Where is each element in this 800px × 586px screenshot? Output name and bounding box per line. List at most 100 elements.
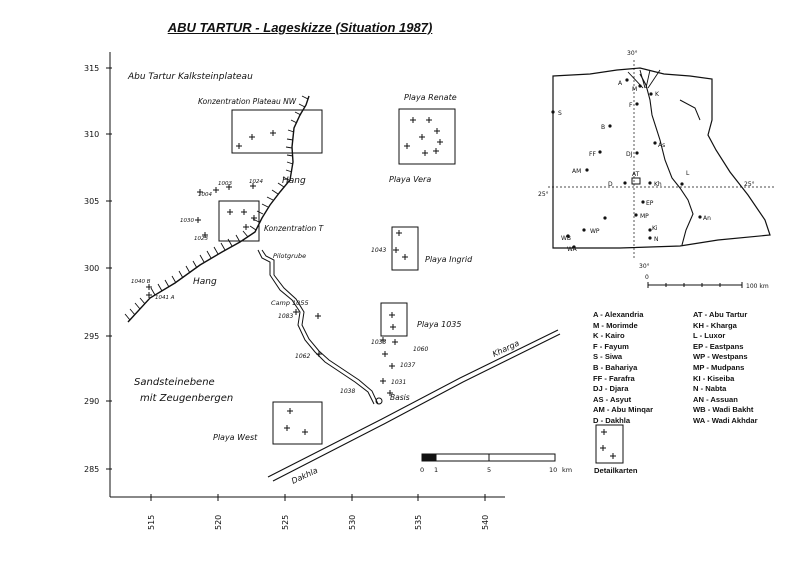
inset-label: EP (646, 200, 654, 207)
inset-label: MP (640, 213, 649, 220)
legend-item: WA - Wadi Akhdar (693, 415, 758, 425)
hang-label: Hang (193, 277, 217, 287)
dakhla-label: Dakhla (290, 466, 319, 486)
legend: A - Alexandria AT - Abu Tartur M - Morim… (593, 310, 793, 427)
x-tick-label: 540 (481, 515, 490, 530)
inset-grid-label: 25° (744, 181, 755, 188)
nile-river (639, 73, 694, 246)
playa-ingrid-label: Playa Ingrid (425, 255, 473, 264)
y-tick-label: 310 (84, 130, 99, 139)
detail-key-box (595, 424, 624, 464)
site-label: 1040 B (131, 279, 151, 285)
legend-item: AT - Abu Tartur (693, 310, 748, 319)
inset-label: Ki (652, 225, 658, 232)
hang-label: Hang (282, 176, 306, 186)
konz-nw-label: Konzentration Plateau NW (198, 97, 297, 106)
main-road (272, 333, 561, 482)
inset-label: K (655, 91, 660, 98)
y-tick-label: 285 (84, 465, 99, 474)
legend-item: AN - Assuan (693, 394, 738, 404)
page-title: ABU TARTUR - Lageskizze (Situation 1987) (167, 20, 433, 35)
camp-label: Camp 1055 (271, 299, 309, 307)
inset-grid-label: 25° (538, 191, 549, 198)
inset-label: WB (561, 235, 571, 242)
inset-grid-label: 30° (639, 263, 650, 270)
basis-marker (375, 397, 383, 405)
site-label: 1037 (400, 362, 415, 369)
legend-item: MP - Mudpans (693, 362, 745, 372)
inset-label: As (658, 142, 665, 149)
site-label: 1004 (198, 192, 212, 198)
legend-item: S - Siwa (593, 352, 623, 362)
site-label: 1038 (340, 388, 355, 395)
inset-label: F (629, 102, 633, 109)
inset-label: An (703, 215, 711, 222)
playa-1035-box (380, 302, 408, 337)
site-label: 1023 (194, 236, 208, 242)
inset-label: M (632, 86, 637, 93)
konz-t-label: Konzentration T (264, 224, 325, 233)
escarpment-hatching (124, 95, 309, 321)
legend-item: AM - Abu Minqar (593, 405, 654, 415)
inset-label: Kh (654, 181, 662, 188)
legend-item: WB - Wadi Bakht (693, 405, 754, 415)
x-tick-label: 525 (281, 515, 290, 530)
main-scale-bar (421, 453, 556, 462)
playa-renate-label: Playa Renate (404, 93, 457, 102)
legend-item: K - Kairo (593, 331, 625, 341)
site-label: 1043 (371, 247, 386, 254)
y-tick-label: 305 (84, 197, 99, 206)
inset-site-dots (551, 78, 702, 249)
legend-item: KI - Kiseiba (693, 373, 735, 383)
site-label: 1083 (278, 313, 293, 320)
konzentration-nw-box (231, 109, 323, 154)
site-label: 1031 (391, 379, 406, 386)
y-tick-label: 315 (84, 64, 99, 73)
site-markers (146, 117, 443, 435)
playa-1035-label: Playa 1035 (417, 320, 462, 329)
legend-item: B - Bahariya (593, 362, 638, 372)
legend-item: L - Luxor (693, 331, 726, 341)
scale-label: 0 (420, 466, 424, 474)
site-label: 1033 (371, 339, 386, 346)
scale-label: 10 (549, 466, 557, 474)
legend-item: EP - Eastpans (693, 341, 744, 351)
abu-tartur-marker (631, 177, 641, 185)
playa-west-box (272, 401, 323, 445)
inset-label: S (558, 110, 562, 117)
y-tick-label: 300 (84, 264, 99, 273)
inset-label: N (654, 236, 659, 243)
site-label: 1060 (413, 346, 428, 353)
ebene-label: Sandsteinebene (134, 377, 215, 388)
inset-scale-label: 100 km (746, 283, 769, 290)
inset-label: WP (590, 228, 600, 235)
y-tick-label: 295 (84, 332, 99, 341)
inset-label: A (618, 80, 623, 87)
detail-key-crosses (600, 429, 616, 459)
basis-label: Basis (390, 393, 410, 402)
inset-label: D (608, 181, 613, 188)
inset-label: DJ (626, 151, 633, 158)
legend-item: FF - Farafra (593, 373, 635, 383)
legend-item: AS - Asyut (593, 394, 632, 404)
scale-label: 5 (487, 466, 491, 474)
site-label: 1024 (249, 179, 263, 185)
legend-item: WP - Westpans (693, 352, 748, 362)
legend-item: A - Alexandria (593, 310, 644, 319)
inset-label: AM (572, 168, 581, 175)
scale-unit: km (562, 466, 572, 474)
main-road (267, 329, 559, 478)
legend-item: KH - Kharga (693, 320, 737, 330)
site-label: 1003 (218, 181, 232, 187)
site-label: 1030 (180, 218, 194, 224)
inset-label: B (601, 124, 605, 131)
legend-item: N - Nabta (693, 384, 727, 394)
ebene-label: mit Zeugenbergen (140, 393, 233, 404)
legend-item: F - Fayum (593, 341, 629, 351)
inset-label: L (686, 170, 690, 177)
site-label: 1041 A (155, 295, 175, 301)
inset-label: WA (567, 246, 578, 253)
x-tick-label: 535 (414, 515, 423, 530)
track-line (257, 249, 375, 405)
